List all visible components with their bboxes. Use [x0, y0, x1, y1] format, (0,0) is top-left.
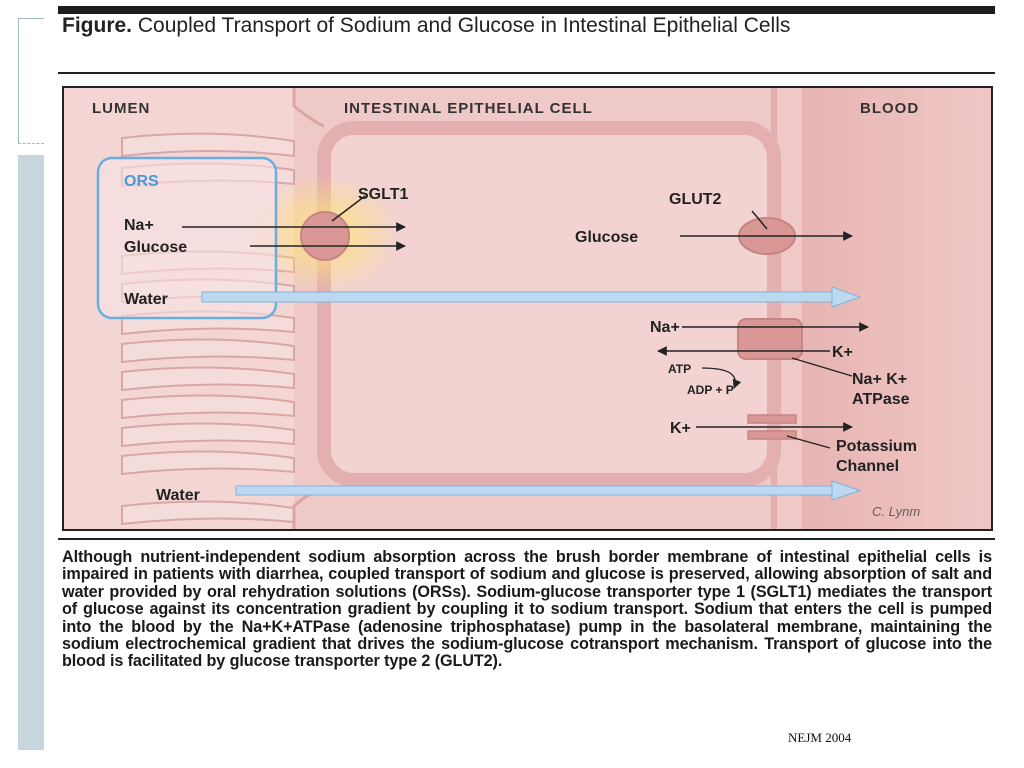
pump-leader — [791, 357, 853, 377]
title-rule — [58, 72, 995, 74]
pump-name-line1: Na+ K+ — [852, 371, 907, 388]
pump-name-line2: ATPase — [852, 391, 910, 408]
artist-signature: C. Lynm — [872, 504, 920, 519]
channel-k-label: K+ — [670, 420, 691, 437]
ors-na-label: Na+ — [124, 217, 154, 234]
pump-na-label: Na+ — [650, 319, 680, 336]
figure-label: Figure. — [62, 14, 133, 37]
slide-frame-top — [18, 18, 44, 19]
figure-top-bar — [58, 6, 995, 14]
figure-title-text: Coupled Transport of Sodium and Glucose … — [137, 14, 791, 37]
atp-label: ATP — [668, 362, 691, 376]
tight-junction-top — [292, 88, 325, 128]
water-arrow-bottom — [235, 480, 862, 501]
adp-label: ADP + P — [687, 383, 734, 397]
cell-label: INTESTINAL EPITHELIAL CELL — [344, 100, 593, 117]
blood-label: BLOOD — [860, 100, 919, 117]
glucose-blood-label: Glucose — [575, 229, 638, 246]
channel-leader — [786, 435, 831, 449]
blood-region — [802, 88, 991, 529]
slide-frame-divider — [18, 143, 44, 144]
na-k-atpase-pump — [737, 318, 803, 360]
channel-name-line2: Channel — [836, 458, 899, 475]
figure-caption: Although nutrient-independent sodium abs… — [62, 548, 992, 671]
k-channel-upper — [747, 414, 797, 424]
water-bottom-label: Water — [156, 487, 200, 504]
ors-glucose-label: Glucose — [124, 239, 187, 256]
sglt1-leader — [331, 195, 366, 222]
water-arrow-top — [201, 286, 862, 308]
glut2-label: GLUT2 — [669, 191, 722, 208]
channel-name-line1: Potassium — [836, 438, 917, 455]
lumen-label: LUMEN — [92, 100, 150, 117]
pump-k-label: K+ — [832, 344, 853, 361]
ors-water-label: Water — [124, 291, 168, 308]
transport-diagram: LUMEN INTESTINAL EPITHELIAL CELL BLOOD O… — [62, 86, 993, 531]
caption-rule — [58, 538, 995, 540]
sglt1-label: SGLT1 — [358, 186, 408, 203]
sglt1-transporter — [300, 211, 350, 261]
source-credit: NEJM 2004 — [788, 730, 852, 745]
atp-hydrolysis-arrow — [701, 367, 742, 389]
slide-frame-line — [18, 18, 19, 143]
k-channel-lower — [747, 430, 797, 440]
glut2-leader — [751, 210, 768, 230]
ors-box — [96, 156, 278, 320]
slide-side-rail — [18, 155, 44, 750]
ors-title: ORS — [124, 173, 159, 190]
figure-title: Figure. Coupled Transport of Sodium and … — [62, 14, 982, 37]
